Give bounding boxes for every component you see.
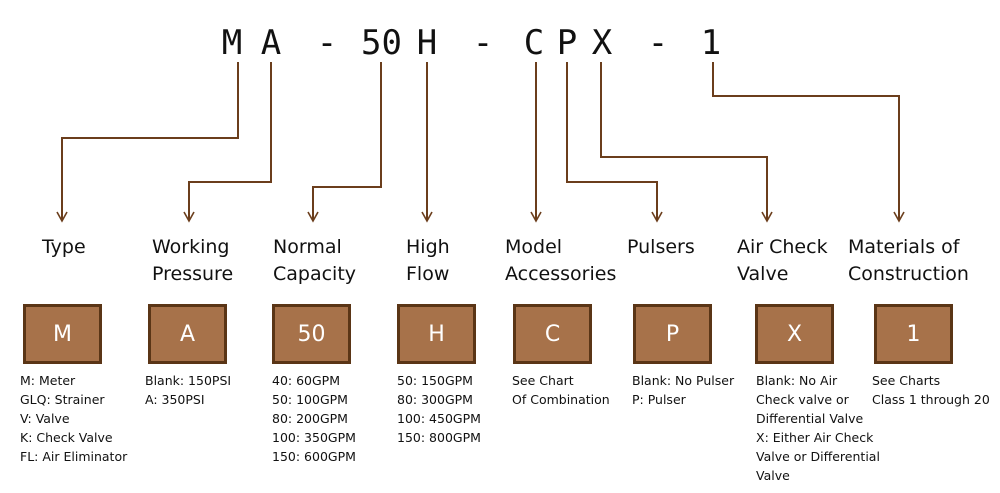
code-char-high-flow: H xyxy=(416,23,438,63)
option-line: Valve xyxy=(756,468,790,483)
option-line: 100: 350GPM xyxy=(272,430,356,445)
option-line: Of Combination xyxy=(512,392,610,407)
connector-normal-capacity xyxy=(307,62,382,223)
code-box-high-flow: H xyxy=(397,304,476,364)
label-line: Pressure xyxy=(152,263,234,285)
option-line: 100: 450GPM xyxy=(397,411,481,426)
option-line: 80: 300GPM xyxy=(397,392,473,407)
label-line: Flow xyxy=(406,263,450,285)
code-char-materials: 1 xyxy=(700,23,722,63)
label-line: Normal xyxy=(273,236,342,258)
code-char-dash: - xyxy=(316,23,338,63)
label-working-pressure: Working Pressure xyxy=(152,234,233,288)
code-box-pulsers: P xyxy=(633,304,712,364)
option-line: 40: 60GPM xyxy=(272,373,341,388)
options-normal-capacity: 40: 60GPM 50: 100GPM 80: 200GPM 100: 350… xyxy=(272,371,356,466)
option-line: Check valve or xyxy=(756,392,849,407)
code-box-working-pressure: A xyxy=(148,304,227,364)
label-air-check-valve: Air Check Valve xyxy=(737,234,828,288)
option-line: Blank: No Pulser xyxy=(632,373,735,388)
code-box-model-accessories: C xyxy=(513,304,592,364)
option-line: 150: 600GPM xyxy=(272,449,356,464)
label-line: Working xyxy=(152,236,230,258)
options-air-check-valve: Blank: No Air Check valve or Differentia… xyxy=(756,371,880,485)
option-line: See Charts xyxy=(872,373,941,388)
label-line: Accessories xyxy=(505,263,617,285)
options-pulsers: Blank: No Pulser P: Pulser xyxy=(632,371,734,409)
option-line: See Chart xyxy=(512,373,574,388)
code-char-pressure: A xyxy=(260,23,282,63)
option-line: M: Meter xyxy=(20,373,76,388)
options-type: M: Meter GLQ: Strainer V: Valve K: Check… xyxy=(20,371,127,466)
option-line: V: Valve xyxy=(20,411,70,426)
label-line: Air Check xyxy=(737,236,828,258)
label-line: Construction xyxy=(848,263,969,285)
code-char-air-check: X xyxy=(591,23,613,63)
option-line: 50: 100GPM xyxy=(272,392,348,407)
label-line: Type xyxy=(42,236,86,258)
connector-working-pressure xyxy=(183,62,272,223)
option-line: 150: 800GPM xyxy=(397,430,481,445)
code-char-pulsers: P xyxy=(556,23,578,63)
option-line: P: Pulser xyxy=(632,392,686,407)
connector-pulsers xyxy=(566,62,663,223)
code-char-accessories: C xyxy=(523,23,545,63)
options-materials: See Charts Class 1 through 20 xyxy=(872,371,990,409)
options-high-flow: 50: 150GPM 80: 300GPM 100: 450GPM 150: 8… xyxy=(397,371,481,447)
label-line: Capacity xyxy=(273,263,357,285)
code-char-dash: - xyxy=(472,23,494,63)
option-line: GLQ: Strainer xyxy=(20,392,105,407)
option-line: Differential Valve xyxy=(756,411,864,426)
code-box-type: M xyxy=(23,304,102,364)
code-box-materials: 1 xyxy=(874,304,953,364)
option-line: X: Either Air Check xyxy=(756,430,874,445)
connector-type xyxy=(56,62,239,223)
code-char-type: M xyxy=(221,23,243,63)
code-char-capacity: 50 xyxy=(361,23,402,63)
options-working-pressure: Blank: 150PSI A: 350PSI xyxy=(145,371,231,409)
code-box-normal-capacity: 50 xyxy=(272,304,351,364)
label-normal-capacity: Normal Capacity xyxy=(273,234,356,288)
option-line: Class 1 through 20 xyxy=(872,392,990,407)
connector-air-check-valve xyxy=(600,62,773,223)
label-line: Model xyxy=(505,236,563,258)
option-line: A: 350PSI xyxy=(145,392,205,407)
label-line: Materials of xyxy=(848,236,960,258)
option-line: Blank: 150PSI xyxy=(145,373,232,388)
option-line: 80: 200GPM xyxy=(272,411,348,426)
code-char-dash: - xyxy=(647,23,669,63)
label-type: Type xyxy=(42,234,86,261)
label-line: Pulsers xyxy=(627,236,695,258)
option-line: Valve or Differential xyxy=(756,449,880,464)
options-model-accessories: See Chart Of Combination xyxy=(512,371,610,409)
label-materials-of-construction: Materials of Construction xyxy=(848,234,969,288)
label-line: Valve xyxy=(737,263,789,285)
option-line: K: Check Valve xyxy=(20,430,113,445)
connector-materials xyxy=(712,62,905,223)
label-high-flow: High Flow xyxy=(406,234,450,288)
label-model-accessories: Model Accessories xyxy=(505,234,616,288)
label-line: High xyxy=(406,236,450,258)
code-box-air-check-valve: X xyxy=(755,304,834,364)
option-line: FL: Air Eliminator xyxy=(20,449,128,464)
option-line: 50: 150GPM xyxy=(397,373,473,388)
label-pulsers: Pulsers xyxy=(627,234,695,261)
option-line: Blank: No Air xyxy=(756,373,838,388)
